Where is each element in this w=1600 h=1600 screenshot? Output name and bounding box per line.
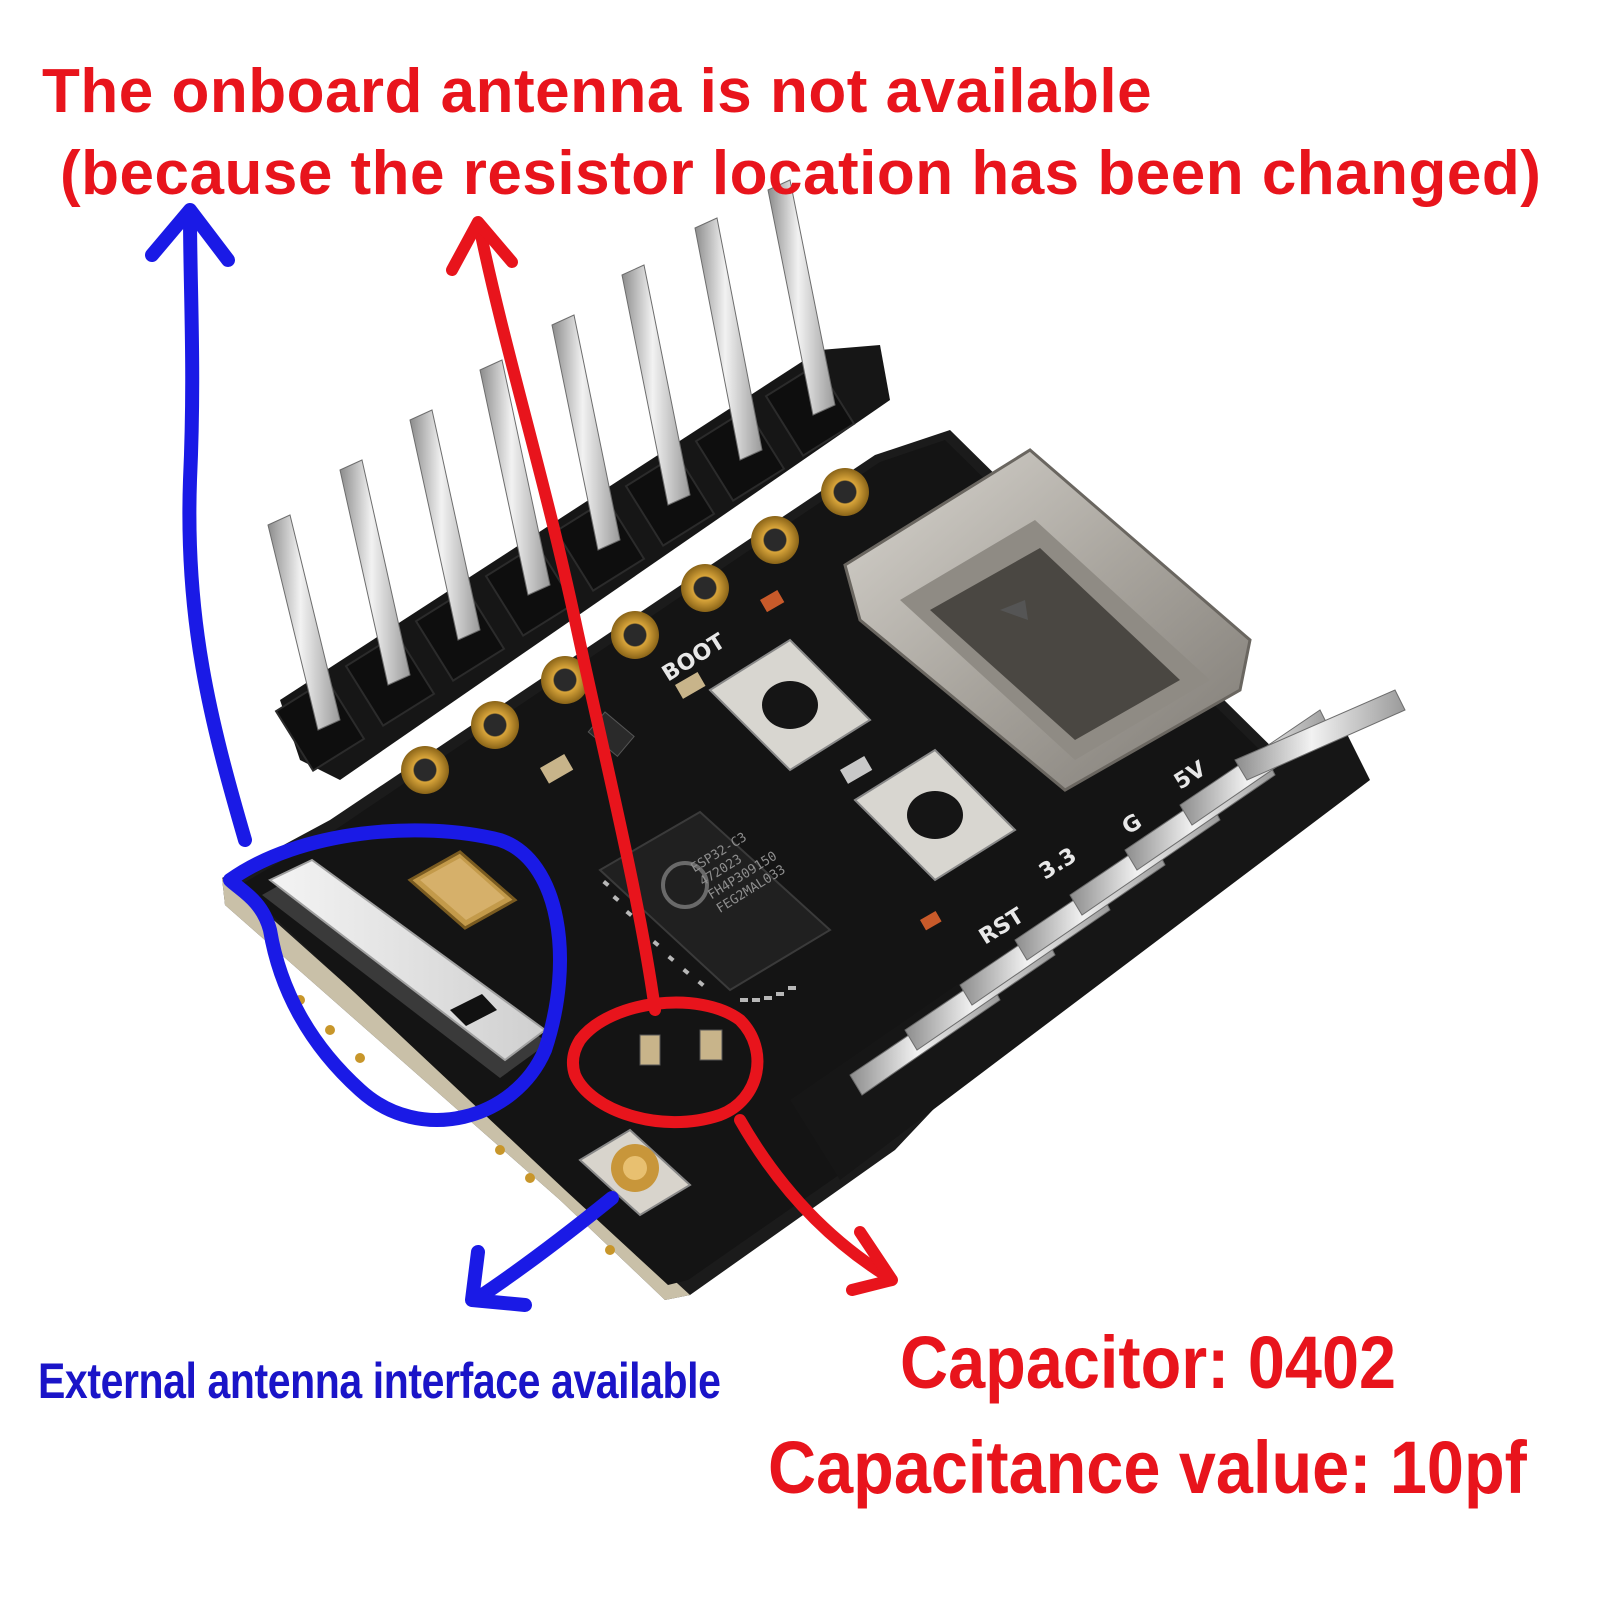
blue-down-arrowhead [465, 1245, 532, 1312]
annotation-capacitance-value: Capacitance value: 10pf [768, 1426, 1527, 1509]
right-pin-header [790, 689, 1406, 1180]
annotation-onboard-antenna-unavailable: The onboard antenna is not available [42, 57, 1153, 126]
esp32-c3-chip: ESP32-C3 472023 FH4P309150 FEG2MAL033 [598, 810, 832, 1002]
boot-button [708, 638, 872, 772]
top-pin-header [267, 179, 890, 794]
red-down-arrowhead [846, 1226, 898, 1296]
ufl-connector [578, 1128, 692, 1217]
annotation-resistor-location-changed: (because the resistor location has been … [60, 139, 1542, 208]
blue-down-arrow-line [471, 1191, 619, 1305]
crystal-oscillator [407, 850, 518, 930]
usb-c-connector [843, 448, 1252, 792]
red-annotations [446, 216, 898, 1296]
annotation-external-antenna-available: External antenna interface available [38, 1353, 721, 1409]
red-down-arrow-line [734, 1114, 891, 1281]
blue-up-arrow-line [182, 208, 252, 847]
red-up-arrow-line [474, 224, 661, 1016]
annotation-capacitor-package: Capacitor: 0402 [900, 1321, 1397, 1404]
blue-up-arrowhead [145, 203, 235, 267]
red-capacitor-circle [566, 996, 764, 1129]
reset-button [853, 748, 1017, 882]
edge-pads [295, 995, 615, 1255]
blue-annotations [145, 203, 619, 1312]
blue-antenna-circle [223, 823, 567, 1127]
red-up-arrowhead [446, 216, 518, 276]
